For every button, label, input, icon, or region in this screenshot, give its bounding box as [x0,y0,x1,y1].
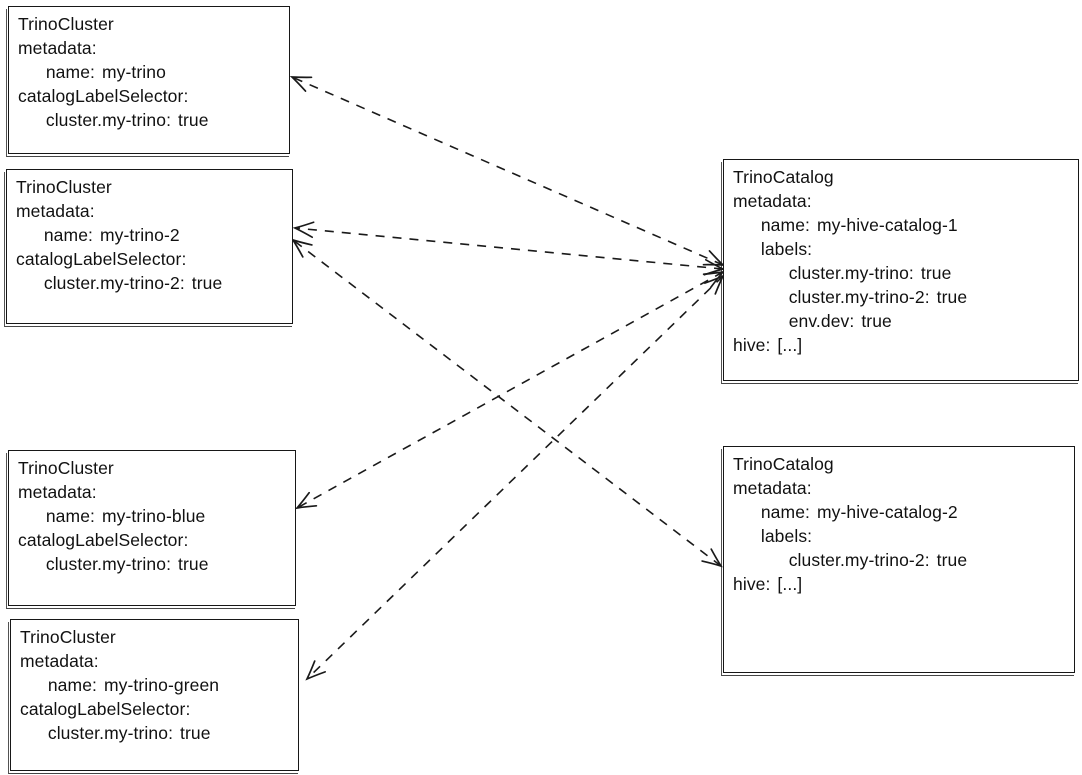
node-line: hive: [...] [733,335,803,355]
node-line: cluster.my-trino-2: true [16,273,223,293]
node-line: name: my-hive-catalog-2 [733,502,958,522]
node-line: catalogLabelSelector: [20,699,191,719]
node-line: labels: [733,239,813,259]
node-line: name: my-hive-catalog-1 [733,215,958,235]
node-line: labels: [733,526,813,546]
node-line: cluster.my-trino-2: true [733,287,968,307]
node-line: TrinoCluster [18,458,114,478]
edge-catalog1-to-my-trino [292,77,723,265]
node-trino-catalog-my-hive-catalog-1: TrinoCatalog metadata: name: my-hive-cat… [720,159,1079,384]
node-line: metadata: [18,482,97,502]
node-line: cluster.my-trino: true [733,263,952,283]
node-line: catalogLabelSelector: [18,86,189,106]
edge-catalog1-to-my-trino-green [307,276,723,679]
node-line: metadata: [733,191,812,211]
edge-catalog2-to-my-trino-2 [293,240,721,566]
node-line: metadata: [20,651,99,671]
node-line: cluster.my-trino-2: true [733,550,968,570]
node-trino-catalog-my-hive-catalog-2: TrinoCatalog metadata: name: my-hive-cat… [720,446,1075,676]
node-trino-cluster-my-trino-2: TrinoCluster metadata: name: my-trino-2 … [3,169,293,327]
node-line: metadata: [18,38,97,58]
node-trino-cluster-my-trino: TrinoCluster metadata: name: my-trino ca… [5,6,290,157]
node-line: metadata: [16,201,95,221]
node-line: hive: [...] [733,574,803,594]
node-line: cluster.my-trino: true [18,554,209,574]
edge-catalog1-to-my-trino-blue [297,272,723,508]
node-line: catalogLabelSelector: [16,249,187,269]
node-line: cluster.my-trino: true [20,723,211,743]
node-line: cluster.my-trino: true [18,110,209,130]
node-trino-cluster-my-trino-green: TrinoCluster metadata: name: my-trino-gr… [7,619,299,774]
node-line: TrinoCluster [18,14,114,34]
node-line: name: my-trino-green [20,675,220,695]
edge-catalog1-to-my-trino-2 [295,228,723,269]
node-line: TrinoCluster [20,627,116,647]
node-line: catalogLabelSelector: [18,530,189,550]
node-line: name: my-trino-blue [18,506,206,526]
node-trino-cluster-my-trino-blue: TrinoCluster metadata: name: my-trino-bl… [5,450,296,609]
node-line: metadata: [733,478,812,498]
node-line: TrinoCatalog [733,454,834,474]
node-line: TrinoCluster [16,177,112,197]
node-line: name: my-trino-2 [16,225,180,245]
node-line: TrinoCatalog [733,167,834,187]
node-line: env.dev: true [733,311,892,331]
node-line: name: my-trino [18,62,166,82]
